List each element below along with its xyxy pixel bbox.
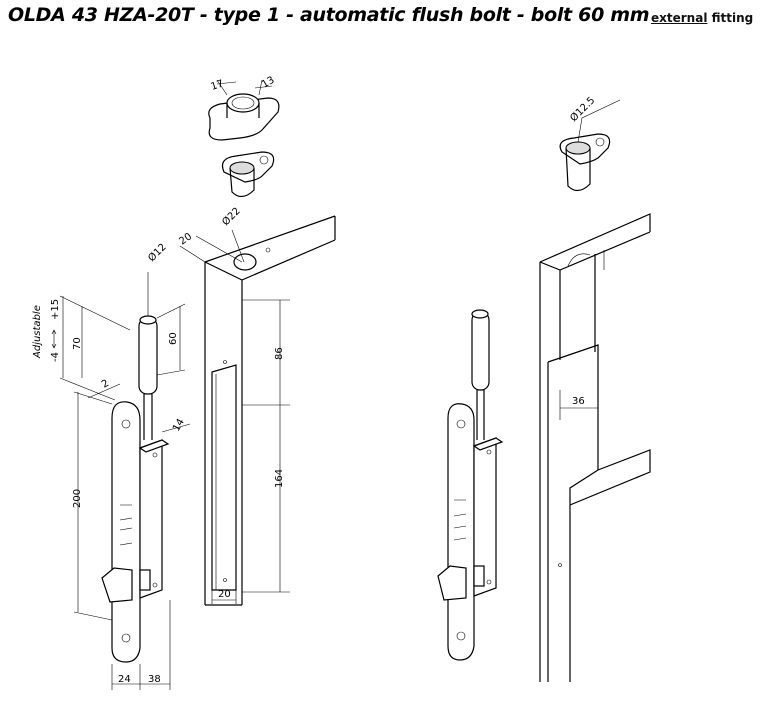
dim-adjust-minus: -4 [50, 352, 61, 362]
dim-hole-diameter: Ø22 [220, 205, 243, 228]
dim-strike-width: 17 [210, 78, 226, 92]
dim-upper-cut: 86 [274, 347, 285, 360]
dim-total-travel: 70 [72, 337, 83, 350]
dim-strike-depth: 13 [260, 75, 277, 91]
dim-cut-width: 20 [218, 589, 231, 600]
dim-bolt-length: 60 [168, 332, 179, 345]
dim-bolt-diameter: Ø12 [146, 241, 169, 264]
dim-adjust-plus: +15 [50, 299, 61, 320]
door-frame-right [539, 213, 651, 682]
dim-body-width: 14 [171, 417, 187, 434]
drawing-title: OLDA 43 HZA-20T - type 1 - automatic flu… [8, 4, 650, 26]
fitting-emphasis: external [651, 11, 708, 25]
dim-plate-width: 24 [118, 674, 131, 685]
adjustable-label: Adjustable [32, 305, 43, 359]
dim-strike-diameter: Ø12.5 [568, 94, 598, 124]
strike-plate-bottom [221, 151, 275, 198]
fitting-rest: fitting [711, 11, 754, 25]
dim-plate-height: 200 [72, 489, 83, 508]
dim-frame-offset: 20 [177, 231, 194, 247]
dim-body-depth: 38 [148, 674, 161, 685]
strike-plate-right [559, 99, 621, 192]
flush-bolt-left [101, 315, 170, 663]
fitting-type-label: external fitting [651, 11, 753, 25]
flush-bolt-right [437, 309, 504, 661]
door-frame-left [204, 215, 336, 606]
dim-lower-cut: 164 [274, 469, 285, 488]
dim-groove-width: 36 [572, 396, 585, 407]
dim-plate-thickness: 2 [100, 378, 111, 391]
strike-plate-top [208, 79, 280, 141]
